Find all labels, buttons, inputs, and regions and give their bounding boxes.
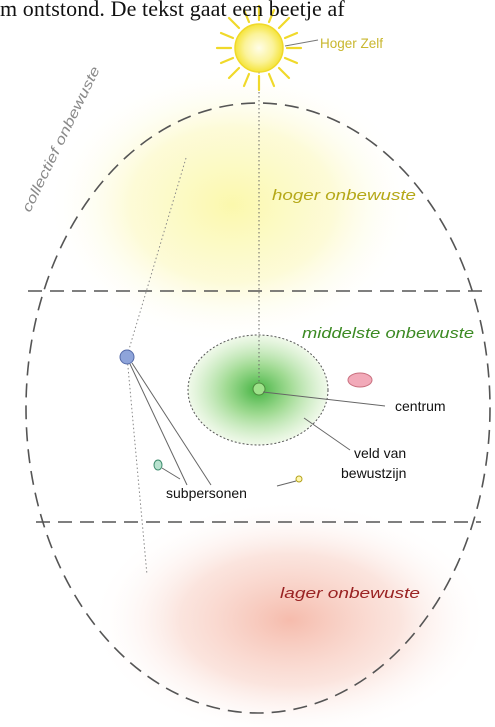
center-label: centrum <box>395 398 446 414</box>
subpersonality-pink <box>347 372 373 388</box>
subpersonality-teal <box>153 459 163 471</box>
higher-self-label: Hoger Zelf <box>320 36 383 51</box>
header-text-fragment: m ontstond. De tekst gaat een beetje af <box>0 0 345 21</box>
egg-outline <box>25 102 491 714</box>
lower-unconscious-glow <box>90 500 490 727</box>
collective-axis-upper <box>126 157 187 357</box>
subpersonality-yellow <box>295 475 303 483</box>
higher-unconscious-glow <box>47 65 417 345</box>
subpersonality-large <box>119 349 135 365</box>
subpersonality-pointer-4 <box>276 480 297 487</box>
subpersonality-pointer-3 <box>161 467 181 480</box>
collective-axis-lower <box>126 355 148 576</box>
subpersonality-pointer-1 <box>131 362 212 486</box>
field-label-line2: bewustzijn <box>341 465 406 481</box>
subpersonality-pointer-2 <box>129 363 188 486</box>
field-pointer <box>303 417 351 451</box>
higher-self-pointer <box>284 39 319 47</box>
subpersonalities-label: subpersonen <box>166 485 247 501</box>
lower-unconscious-label: lager onbewuste <box>280 585 420 602</box>
middle-unconscious-label: middelste onbewuste <box>302 325 474 342</box>
field-label-line1: veld van <box>354 445 406 461</box>
center-pointer <box>262 391 386 407</box>
center-point <box>252 382 266 396</box>
sun-icon <box>215 4 303 92</box>
higher-unconscious-label: hoger onbewuste <box>272 187 416 204</box>
